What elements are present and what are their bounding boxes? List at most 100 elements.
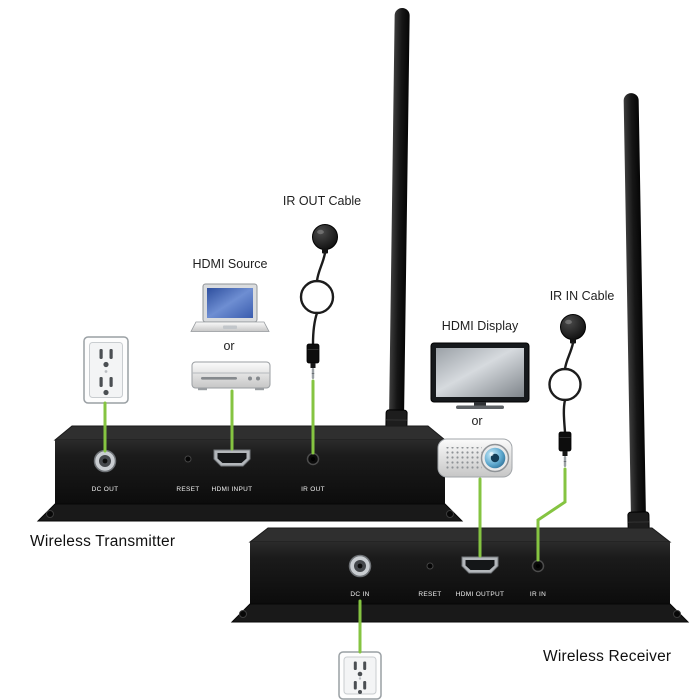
power-outlet-top <box>83 336 129 404</box>
plug-neck <box>310 363 316 368</box>
dc-in-port-label: DC IN <box>350 591 369 598</box>
receiver-antenna <box>623 93 650 535</box>
outlet-socket <box>99 349 113 368</box>
hdmi-display-label: HDMI Display <box>441 319 519 333</box>
reset-port-label: RESET <box>418 591 441 598</box>
ir-emitter-stem <box>322 248 328 254</box>
hdmi-input-port: HDMI INPUT <box>212 449 253 493</box>
dc-out-port: DC OUT <box>92 449 119 493</box>
outlet-screw <box>104 370 108 373</box>
tv-screen <box>436 348 524 397</box>
ir-in-port-label: IR IN <box>530 591 546 598</box>
outlet-slot <box>363 681 367 690</box>
outlet-slot <box>353 681 357 690</box>
ir-out-cable-label: IR OUT Cable <box>282 194 362 208</box>
dc-connector-pin <box>102 458 108 464</box>
receiver-device: DC IN RESET HDMI OUTPUT IR IN <box>230 527 690 623</box>
or-display-label: or <box>471 414 483 428</box>
laptop-touchpad <box>223 325 237 329</box>
outlet-socket <box>99 377 113 396</box>
screw-hole <box>673 610 681 618</box>
ir-out-port-label: IR OUT <box>301 486 325 493</box>
player-foot <box>255 388 264 391</box>
ir-emitter-head <box>560 314 586 340</box>
outlet-socket <box>353 681 367 694</box>
projector-lens-core <box>490 453 500 463</box>
ir-cable-loop <box>548 367 582 402</box>
player-button <box>256 376 260 381</box>
transmitter-device: DC OUT RESET HDMI INPUT IR OUT <box>36 425 464 522</box>
reset-port: RESET <box>418 562 441 598</box>
connection-lines <box>103 379 567 654</box>
ir-cable-wire <box>311 311 319 346</box>
hdmi-output-port: HDMI OUTPUT <box>456 556 504 598</box>
outlet-slot <box>99 377 103 387</box>
ir-in-cable-label: IR IN Cable <box>549 289 615 303</box>
ir-in-cable <box>548 314 586 467</box>
ir-emitter-stem <box>570 338 576 344</box>
laptop-icon <box>190 283 270 332</box>
projector-vent-grid <box>446 447 482 470</box>
outlet-screw <box>358 677 362 680</box>
ir-out-cable <box>299 224 338 379</box>
ir-in-port: IR IN <box>530 559 546 598</box>
or-source-label: or <box>223 339 235 353</box>
reset-hole <box>184 455 192 463</box>
line-ir-plug-to-ir-in <box>536 467 567 562</box>
power-outlet-bottom <box>338 651 382 700</box>
wireless-receiver-label: Wireless Receiver <box>543 648 672 665</box>
outlet-slot <box>363 661 367 670</box>
player-body <box>191 361 271 389</box>
hdmi-connector-slot <box>217 453 247 463</box>
receiver-base-flange <box>230 603 690 623</box>
screw-hole <box>46 510 54 518</box>
outlet-slot <box>99 349 103 359</box>
transmitter-top-face <box>53 425 447 441</box>
plug-neck <box>562 451 568 456</box>
hdmi-output-port-label: HDMI OUTPUT <box>456 591 504 598</box>
ir-jack-hole <box>536 564 540 568</box>
antenna-rod <box>389 8 410 416</box>
hdmi-connector-slot <box>465 560 495 570</box>
ir-cable-loop <box>299 279 335 315</box>
ground-hole <box>357 671 363 677</box>
reset-port-label: RESET <box>176 486 199 493</box>
screw-hole <box>239 610 247 618</box>
tv-icon <box>430 342 530 409</box>
ir-jack-hole <box>311 457 315 461</box>
ir-cable-wire <box>563 341 575 371</box>
transmitter-antenna <box>385 8 410 433</box>
screw-hole <box>446 510 454 518</box>
plug-body <box>558 431 572 452</box>
ir-cable-wire <box>562 398 567 434</box>
ir-plug <box>306 343 320 379</box>
media-player-icon <box>191 361 271 391</box>
dc-out-port-label: DC OUT <box>92 486 119 493</box>
ir-plug <box>558 431 572 467</box>
projector-lens-glint <box>489 452 494 456</box>
transmitter-base-flange <box>36 503 464 522</box>
dc-in-port: DC IN <box>348 554 372 598</box>
ground-hole <box>103 389 109 396</box>
ground-hole <box>358 690 362 694</box>
antenna-rod <box>623 93 646 521</box>
player-foot <box>198 388 207 391</box>
receiver-top-face <box>248 527 672 543</box>
outlet-slot <box>353 661 357 670</box>
reset-hole <box>426 562 434 570</box>
reset-port: RESET <box>176 455 199 493</box>
outlet-socket <box>353 661 367 677</box>
ir-emitter-head <box>312 224 338 250</box>
laptop-screen <box>207 288 253 318</box>
outlet-face <box>89 342 123 398</box>
outlet-slot <box>109 377 113 387</box>
ir-emitter-glint <box>317 229 324 235</box>
hdmi-source-label: HDMI Source <box>192 257 268 271</box>
ground-hole <box>103 361 109 368</box>
dc-connector-pin <box>357 563 363 569</box>
hdmi-input-port-label: HDMI INPUT <box>212 486 253 493</box>
outlet-slot <box>109 349 113 359</box>
projector-icon <box>437 438 513 478</box>
